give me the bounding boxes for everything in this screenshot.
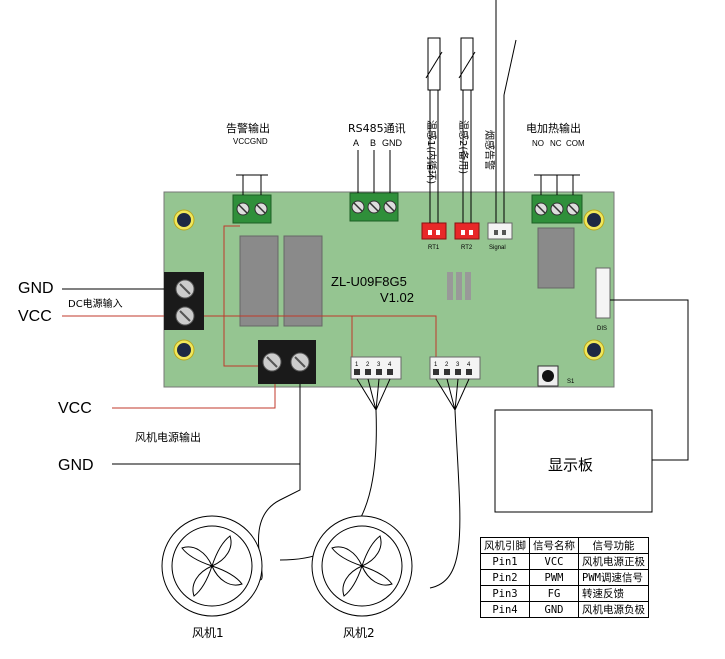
table-row: Pin4 GND 风机电源负极 [480, 601, 649, 618]
screw-icon [550, 202, 564, 216]
rs485-a-label: A [353, 138, 359, 148]
fan-1-label: 风机1 [192, 626, 224, 640]
table-cell: PWM调速信号 [578, 569, 649, 586]
temp-probe-2-icon [460, 37, 474, 91]
alarm-pins-label: VCCGND [233, 137, 268, 146]
fan-2-label: 风机2 [343, 626, 375, 640]
fan-power-output-label: 风机电源输出 [135, 430, 201, 444]
signal-connector [487, 222, 513, 240]
temp-probe-1-icon [427, 37, 441, 91]
rt2-connector [454, 222, 480, 240]
rs485-b-label: B [370, 138, 376, 148]
table-row: Pin3 FG 转速反馈 [480, 585, 649, 602]
rs485-label: RS485通讯 [348, 122, 406, 135]
table-header: 信号名称 [529, 537, 579, 554]
svg-text:2: 2 [366, 362, 370, 368]
screw-icon [351, 200, 365, 214]
fan-vcc-label: VCC [58, 400, 92, 417]
table-header-row: 风机引脚 信号名称 信号功能 [480, 537, 649, 554]
screw-icon [566, 202, 580, 216]
relay-2 [283, 235, 323, 327]
relay-3 [537, 227, 575, 289]
heater-output-label: 电加热输出 [526, 121, 581, 135]
table-cell: FG [529, 585, 579, 602]
rs485-gnd-label: GND [382, 138, 403, 148]
mounting-hole-icon [583, 209, 605, 231]
board-version: V1.02 [380, 290, 414, 305]
fan-1-connector [350, 356, 402, 380]
dis-label: DIS [597, 326, 607, 332]
screw-icon [254, 202, 268, 216]
temp-sensor-1-label: 温感1(内循环) [425, 120, 438, 184]
relay-1 [239, 235, 279, 327]
svg-text:4: 4 [467, 362, 471, 368]
table-cell: 转速反馈 [578, 585, 649, 602]
temp-sensor-2-label: 温感2(备用) [457, 120, 470, 174]
svg-text:2: 2 [445, 362, 449, 368]
smoke-switch-icon [503, 39, 517, 96]
table-header: 风机引脚 [480, 537, 530, 554]
fan-gnd-label: GND [58, 457, 94, 474]
smoke-alarm-label: 烟感告警 [483, 130, 496, 170]
ic-chip [465, 272, 471, 300]
table-header: 信号功能 [578, 537, 649, 554]
table-cell: 风机电源负极 [578, 601, 649, 618]
rt1-label: RT1 [428, 245, 440, 251]
mounting-hole-icon [583, 339, 605, 361]
table-cell: GND [529, 601, 579, 618]
signal-label: Signal [489, 245, 506, 251]
dc-vcc-label: VCC [18, 308, 52, 325]
table-row: Pin1 VCC 风机电源正极 [480, 553, 649, 570]
dis-connector [595, 267, 611, 319]
svg-text:3: 3 [377, 362, 381, 368]
table-cell: PWM [529, 569, 579, 586]
table-cell: 风机电源正极 [578, 553, 649, 570]
table-cell: Pin1 [480, 553, 530, 570]
svg-text:1: 1 [355, 362, 359, 368]
screw-icon [534, 202, 548, 216]
table-cell: Pin4 [480, 601, 530, 618]
ic-chip [456, 272, 462, 300]
s1-label: S1 [567, 379, 575, 385]
table-cell: VCC [529, 553, 579, 570]
heater-com-label: COM [566, 139, 585, 148]
fan-2-icon [311, 515, 413, 617]
svg-text:1: 1 [434, 362, 438, 368]
table-cell: Pin3 [480, 585, 530, 602]
ic-chip [447, 272, 453, 300]
table-row: Pin2 PWM PWM调速信号 [480, 569, 649, 586]
display-board [494, 409, 653, 513]
heater-nc-label: NC [550, 139, 562, 148]
alarm-output-label: 告警输出 [226, 121, 270, 135]
screw-icon [367, 200, 381, 214]
fan-2-connector [429, 356, 481, 380]
svg-text:3: 3 [456, 362, 460, 368]
rt1-connector [421, 222, 447, 240]
mounting-hole-icon [173, 209, 195, 231]
pcb-board [163, 191, 615, 388]
fan-1-icon [161, 515, 263, 617]
mounting-hole-icon [173, 339, 195, 361]
fan-pin-table: 风机引脚 信号名称 信号功能 Pin1 VCC 风机电源正极 Pin2 PWM … [480, 537, 649, 618]
screw-icon [383, 200, 397, 214]
rt2-label: RT2 [461, 245, 473, 251]
heater-no-label: NO [532, 139, 544, 148]
table-cell: Pin2 [480, 569, 530, 586]
screw-icon [236, 202, 250, 216]
board-model: ZL-U09F8G5 [331, 274, 407, 289]
display-board-label: 显示板 [548, 456, 593, 474]
dc-input-label: DC电源输入 [68, 297, 123, 310]
svg-text:4: 4 [388, 362, 392, 368]
dc-gnd-label: GND [18, 280, 54, 297]
